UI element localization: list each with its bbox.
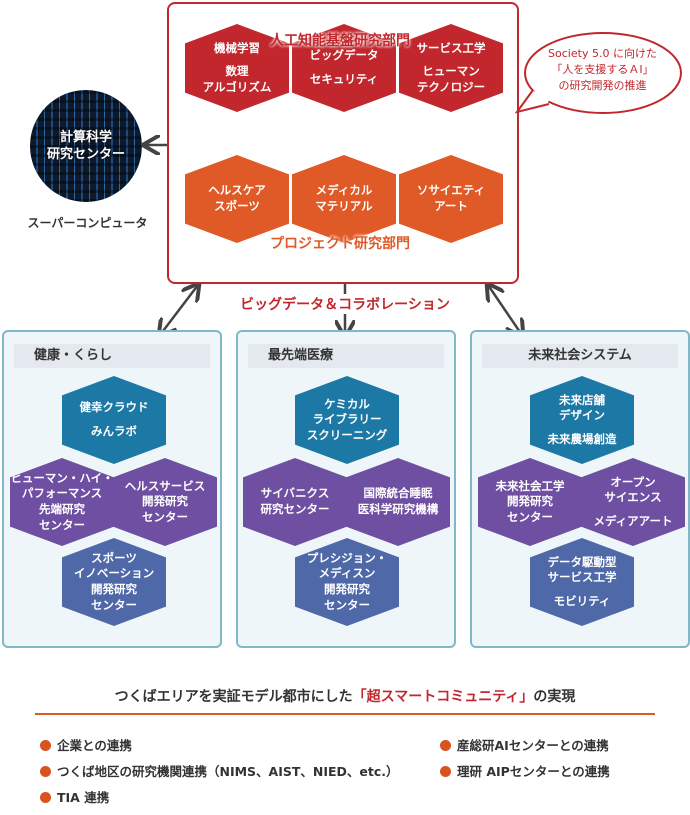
supercomputer-center-line2: 研究センター: [46, 147, 125, 162]
hex-sports-innovation: スポーツイノベーション開発研究センター: [62, 538, 166, 626]
hex-machine-learning: 機械学習数理アルゴリズム: [185, 24, 289, 112]
hex-cybernics: サイバニクス研究センター: [243, 458, 347, 546]
supercomputer-image: 計算科学 研究センター: [30, 90, 142, 202]
ai-division-title: 人工知能基盤研究部門: [270, 33, 410, 49]
hex-kenko-cloud: 健幸クラウドみんラボ: [62, 376, 166, 464]
panel-title-future: 未来社会システム: [482, 344, 678, 368]
speech-bubble-shape: [515, 32, 682, 114]
panel-title-medicine: 最先端医療: [248, 344, 444, 368]
bullet-dot: [440, 766, 451, 777]
hex-healthcare: ヘルスケアスポーツ: [185, 155, 289, 243]
project-division-title: プロジェクト研究部門: [270, 236, 410, 252]
hex-data-driven-service: データ駆動型サービス工学モビリティ: [530, 538, 634, 626]
bullet-dot: [40, 766, 51, 777]
bullet-dot: [440, 740, 451, 751]
bullet-dot: [40, 792, 51, 803]
bottom-divider: [35, 713, 655, 715]
supercomputer-caption: スーパーコンピュータ: [27, 216, 148, 230]
bullet-dot: [40, 740, 51, 751]
bullet-tia: TIA 連携: [40, 787, 109, 806]
supercomputer-center-line1: 計算科学: [59, 130, 112, 145]
bottom-title-pre: つくばエリアを実証モデル都市にした: [114, 689, 353, 705]
hex-human-high-performance: ヒューマン・ハイ・パフォーマンス先端研究センター: [10, 458, 114, 546]
hex-service-engineering: サービス工学ヒューマンテクノロジー: [399, 24, 503, 112]
bullet-aist-ai: 産総研AIセンターとの連携: [440, 735, 609, 754]
hex-precision-medicine: プレシジョン・メディスン開発研究センター: [295, 538, 399, 626]
arrow-right-panel: [488, 285, 522, 335]
panel-title-health: 健康・くらし: [14, 344, 210, 368]
bottom-title-post: の実現: [533, 689, 576, 705]
hex-society: ソサイエティアート: [399, 155, 503, 243]
bullet-companies: 企業との連携: [40, 735, 132, 754]
server-rack-overlay: [30, 90, 142, 202]
arrow-left-panel: [160, 285, 198, 335]
hex-chemical-library: ケミカルライブラリースクリーニング: [295, 376, 399, 464]
bullet-tsukuba-institutes: つくば地区の研究機関連携（NIMS、AIST、NIED、etc.）: [40, 761, 399, 780]
bottom-title-highlight: 「超スマートコミュニティ」: [352, 689, 534, 705]
hex-health-service: ヘルスサービス開発研究センター: [113, 458, 217, 546]
hex-future-society-engineering: 未来社会工学開発研究センター: [478, 458, 582, 546]
collaboration-label: ビッグデータ＆コラボレーション: [215, 294, 475, 314]
hex-open-science: オープンサイエンスメディアアート: [581, 458, 685, 546]
hex-big-data: ビッグデータセキュリティ: [292, 24, 396, 112]
bullet-riken-aip: 理研 AIPセンターとの連携: [440, 761, 610, 780]
hex-medical: メディカルマテリアル: [292, 155, 396, 243]
hex-future-store: 未来店舗デザイン未来農場創造: [530, 376, 634, 464]
bottom-title: つくばエリアを実証モデル都市にした「超スマートコミュニティ」の実現: [20, 686, 670, 706]
hex-sleep-institute: 国際統合睡眠医科学研究機構: [346, 458, 450, 546]
speech-bubble-text: Society 5.0 に向けた「人を支援するＡI」の研究開発の推進: [548, 47, 657, 92]
